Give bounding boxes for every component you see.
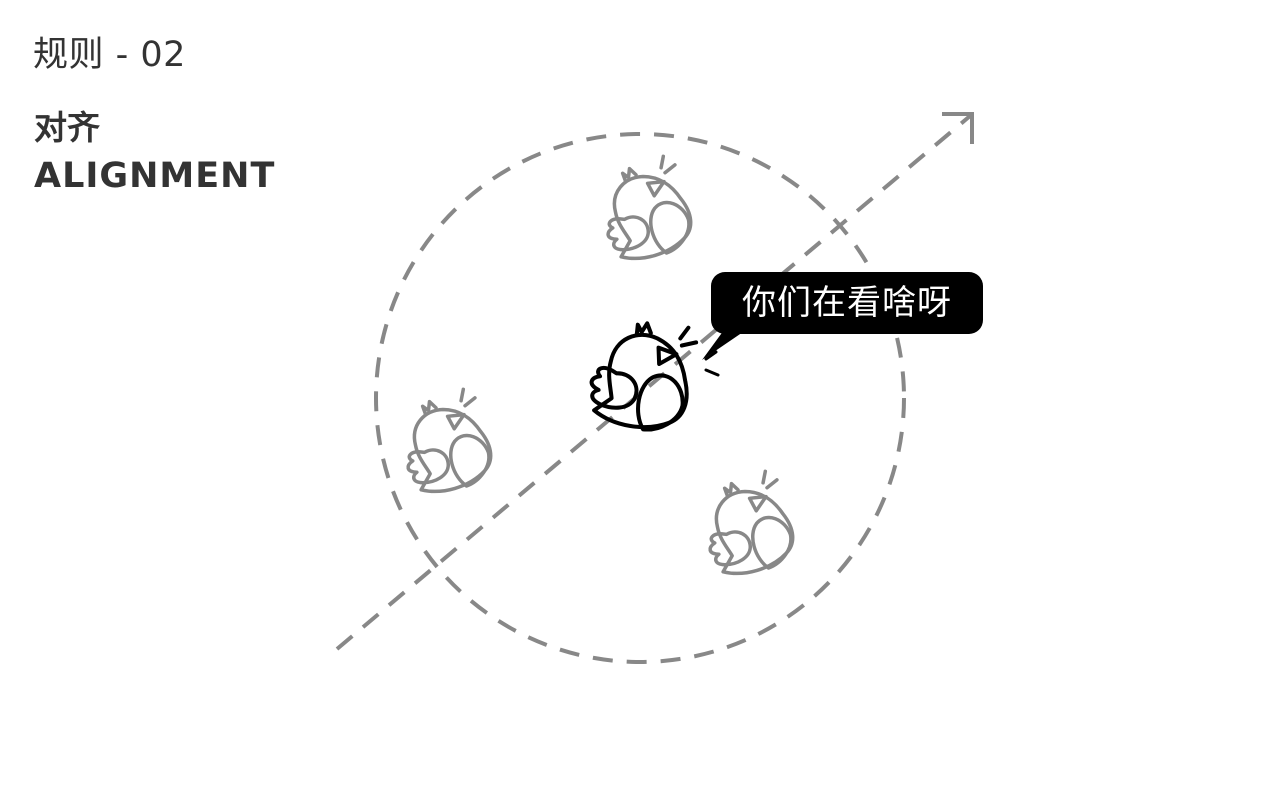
speech-bubble: [702, 272, 983, 360]
bird-icon: [587, 151, 705, 272]
heading: 对齐 ALIGNMENT: [34, 104, 275, 200]
speech-lines-icon: [704, 350, 720, 377]
heading-en: ALIGNMENT: [34, 156, 276, 196]
bird-icon: [587, 318, 697, 434]
arrow-icon: [335, 112, 974, 651]
heading-zh: 对齐: [34, 108, 100, 147]
bird-icon: [387, 384, 505, 505]
speech-bubble-text: 你们在看啥呀: [742, 283, 952, 323]
neighborhood-radius-circle: [374, 132, 906, 664]
rule-label: 规则 - 02: [33, 35, 186, 75]
bird-icon: [689, 466, 807, 587]
